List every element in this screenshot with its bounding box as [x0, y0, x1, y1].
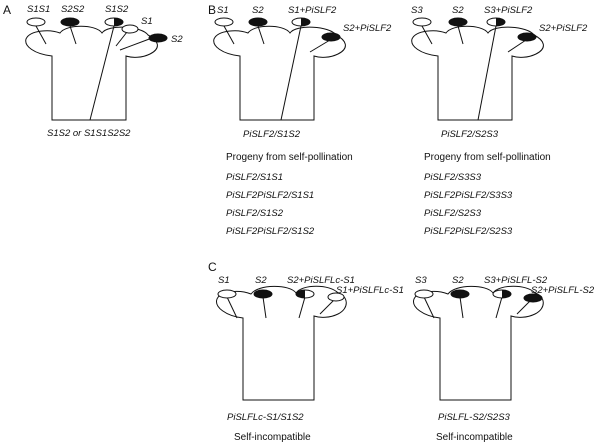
filament	[423, 296, 435, 319]
anther-s2s2	[60, 17, 80, 27]
anther-label-s2-pislf2: S2+PiSLF2	[539, 23, 588, 34]
filament	[495, 296, 503, 319]
filament	[119, 37, 153, 51]
panel-letter-a: A	[3, 3, 11, 17]
anther-label-s3: S3	[415, 275, 427, 286]
flower-outline	[413, 285, 544, 401]
progeny-title: Progeny from self-pollination	[226, 152, 353, 163]
anther-label-s1: S1	[218, 275, 230, 286]
panel-letter-c: C	[208, 260, 217, 274]
flower-outline	[216, 285, 347, 401]
status-text: Self-incompatible	[234, 432, 311, 443]
anther-label-s3: S3	[411, 5, 423, 16]
flower-outline	[411, 25, 544, 121]
anther-s2-pislflc-s1-half	[296, 290, 305, 298]
progeny-item: PiSLF2/S1S1	[226, 172, 283, 183]
anther-label-s2s2: S2S2	[61, 4, 85, 15]
anther-s1	[121, 24, 139, 34]
anther-s3-pislf2-half	[496, 18, 505, 26]
filament	[298, 296, 306, 319]
anther-s2-pislf2	[517, 32, 537, 42]
anther-label-s2-pislfl-s2: S2+PiSLFL-S2	[531, 285, 595, 296]
filament	[226, 296, 238, 319]
anther-s3-pislfl-s2-half	[502, 290, 511, 298]
panel-c-left-flower: S1 S2 S2+PiSLFLc-S1 S1+PiSLFLc-S1 PiSLFL…	[216, 275, 404, 443]
genotype-caption: PiSLF2/S2S3	[441, 129, 499, 140]
anther-label-s1-pislf2: S1+PiSLF2	[288, 5, 337, 16]
progeny-item: PiSLF2PiSLF2/S3S3	[424, 190, 513, 201]
anther-s1	[217, 289, 237, 299]
anther-label-s2-pislflc-s1: S2+PiSLFLc-S1	[287, 275, 355, 286]
filament	[309, 39, 331, 53]
anther-label-s2: S2	[171, 34, 183, 45]
anther-label-s3-pislf2: S3+PiSLF2	[484, 5, 533, 16]
progeny-item: PiSLF2/S1S2	[226, 208, 284, 219]
filament	[35, 25, 47, 45]
panel-letter-b: B	[208, 3, 216, 17]
filament	[319, 299, 335, 315]
anther-s2	[248, 17, 268, 27]
anther-s2	[253, 289, 273, 299]
anther-s2-pislfl-s2	[523, 293, 543, 303]
anther-label-s1s1: S1S1	[27, 4, 50, 15]
anther-label-s2: S2	[452, 5, 464, 16]
genotype-caption: PiSLFLc-S1/S1S2	[227, 412, 304, 423]
progeny-item: PiSLF2PiSLF2/S1S2	[226, 226, 315, 237]
progeny-item: PiSLF2/S3S3	[424, 172, 482, 183]
filament	[280, 25, 302, 121]
filament	[115, 31, 128, 47]
filament	[69, 25, 77, 45]
panel-b-right-flower: S3 S2 S3+PiSLF2 S2+PiSLF2 PiSLF2/S2S3 Pr…	[411, 5, 588, 237]
panel-b-left-flower: S1 S2 S1+PiSLF2 S2+PiSLF2 PiSLF2/S1S2 Pr…	[213, 5, 392, 237]
filament	[257, 25, 265, 45]
anther-s1s1	[26, 17, 46, 27]
filament	[223, 25, 235, 45]
anther-s2	[450, 289, 470, 299]
flower-outline	[25, 25, 158, 121]
anther-s2	[148, 33, 168, 43]
progeny-item: PiSLF2/S2S3	[424, 208, 482, 219]
panel-a-flower: S1S1 S2S2 S1S2 S1 S2 S1S2 or S1S1S2S2	[25, 4, 183, 139]
filament	[262, 296, 267, 319]
panel-c-right-flower: S3 S2 S3+PiSLFL-S2 S2+PiSLFL-S2 PiSLFL-S…	[413, 275, 595, 443]
anther-s1	[214, 17, 234, 27]
genotype-caption: PiSLFL-S2/S2S3	[438, 412, 511, 423]
progeny-title: Progeny from self-pollination	[424, 152, 551, 163]
filament	[89, 25, 115, 121]
progeny-item: PiSLF2PiSLF2/S2S3	[424, 226, 513, 237]
anther-s1-pislflc-s1	[327, 292, 345, 302]
anther-s1-pislf2-half	[301, 18, 310, 26]
genotype-caption: PiSLF2/S1S2	[243, 129, 301, 140]
anther-label-s3-pislfl-s2: S3+PiSLFL-S2	[484, 275, 548, 286]
filament	[477, 25, 497, 121]
filament	[516, 299, 532, 315]
anther-label-s1-pislflc-s1: S1+PiSLFLc-S1	[336, 285, 404, 296]
filament	[507, 39, 527, 53]
filament	[457, 25, 464, 45]
anther-label-s2: S2	[255, 275, 267, 286]
anther-label-s2-pislf2: S2+PiSLF2	[343, 23, 392, 34]
anther-label-s2: S2	[452, 275, 464, 286]
anther-label-s2: S2	[252, 5, 264, 16]
flower-outline	[213, 25, 346, 121]
genotype-caption: S1S2 or S1S1S2S2	[47, 128, 131, 139]
anther-s2-pislf2	[321, 32, 341, 42]
status-text: Self-incompatible	[436, 432, 513, 443]
anther-s3	[414, 289, 434, 299]
filament	[459, 296, 464, 319]
anther-label-s1: S1	[141, 16, 153, 27]
anther-s1s2-half	[114, 18, 123, 26]
filament	[421, 25, 433, 45]
anther-label-s1: S1	[217, 5, 229, 16]
anther-label-s1s2: S1S2	[105, 4, 129, 15]
anther-s2	[448, 17, 468, 27]
progeny-item: PiSLF2PiSLF2/S1S1	[226, 190, 314, 201]
anther-s3	[412, 17, 432, 27]
